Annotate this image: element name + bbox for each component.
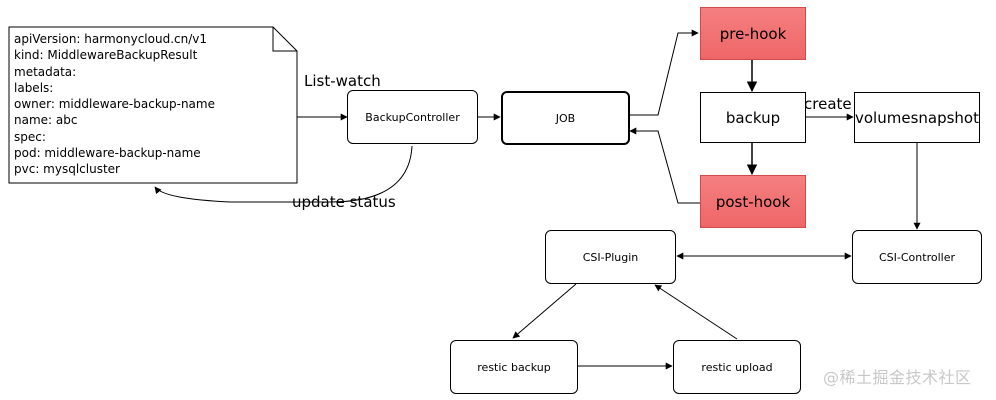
node-job: JOB xyxy=(501,91,630,145)
doc-line: name: abc xyxy=(14,113,78,128)
node-csi-plugin: CSI-Plugin xyxy=(545,230,676,284)
doc-line: spec: xyxy=(14,129,46,144)
doc-line: kind: MiddlewareBackupResult xyxy=(14,48,198,63)
label-update-status: update status xyxy=(292,193,396,211)
arrow-job-to-pre-hook xyxy=(630,29,699,116)
node-post-hook: post-hook xyxy=(700,175,806,228)
arrow-restic-upload-to-csi-plugin xyxy=(654,284,738,340)
doc-line: pod: middleware-backup-name xyxy=(14,146,201,161)
doc-line: metadata: xyxy=(14,64,77,79)
node-volumesnapshot: volumesnapshot xyxy=(854,92,980,143)
node-backup-controller: BackupController xyxy=(347,90,478,144)
doc-line: apiVersion: harmonycloud.cn/v1 xyxy=(14,32,208,46)
arrow-csi-plugin-to-restic-backup xyxy=(512,283,577,339)
doc-line: owner: middleware-backup-name xyxy=(14,97,215,112)
node-pre-hook: pre-hook xyxy=(700,7,806,60)
node-backup: backup xyxy=(700,92,806,143)
yaml-document-text: apiVersion: harmonycloud.cn/v1 kind: Mid… xyxy=(14,31,215,178)
label-create: create xyxy=(804,95,852,113)
watermark: @稀土掘金技术社区 xyxy=(823,368,972,387)
doc-line: pvc: mysqlcluster xyxy=(14,162,120,177)
doc-line: labels: xyxy=(14,80,54,95)
yaml-document-fold xyxy=(272,27,297,52)
label-list-watch: List-watch xyxy=(304,72,381,90)
arrow-post-hook-to-job xyxy=(629,127,700,204)
arrow-update-status xyxy=(154,145,413,203)
node-restic-upload: restic upload xyxy=(673,340,801,394)
node-restic-backup: restic backup xyxy=(450,340,578,394)
node-csi-controller: CSI-Controller xyxy=(852,230,982,284)
